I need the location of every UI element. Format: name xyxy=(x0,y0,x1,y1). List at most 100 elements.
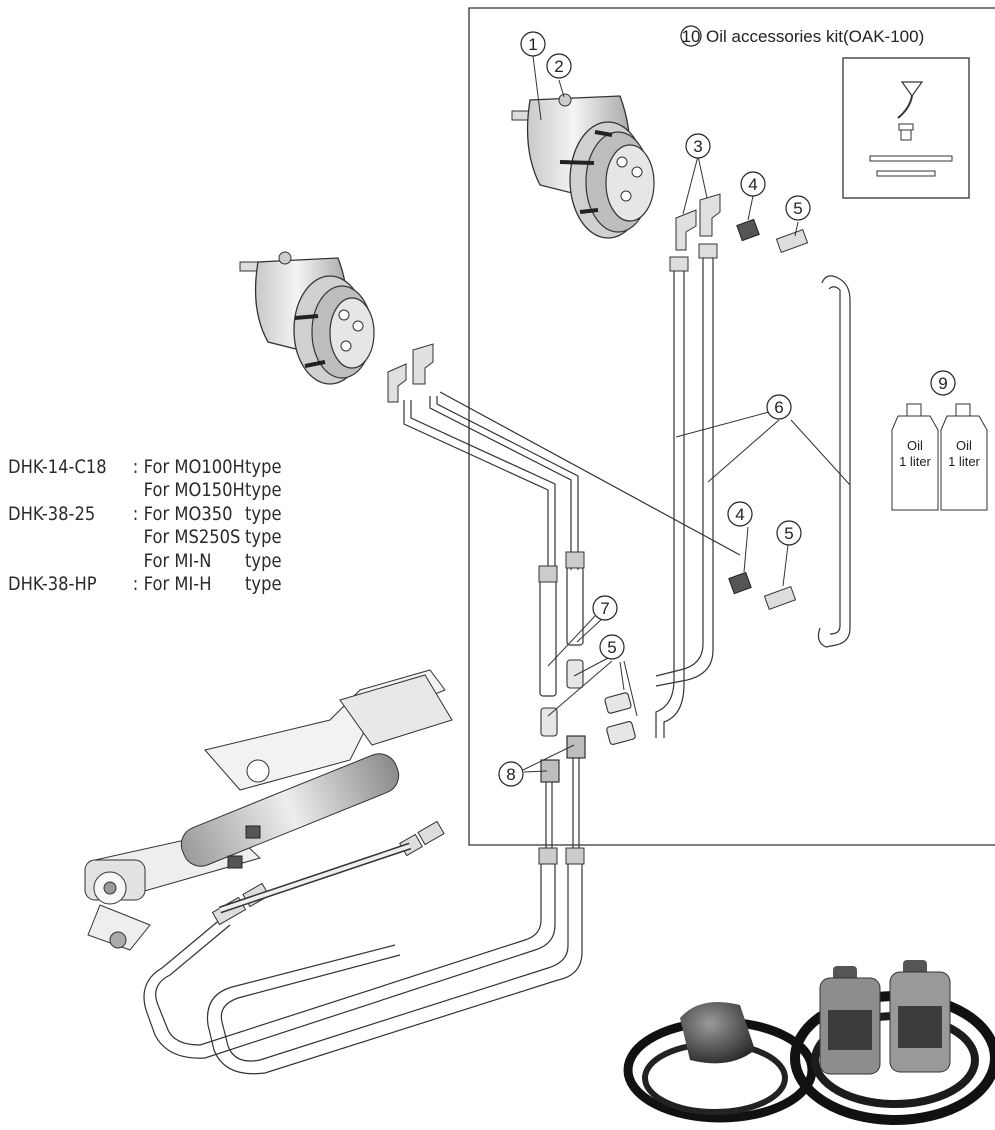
callout-number: 5 xyxy=(784,524,793,543)
model-for: For MO100H xyxy=(143,456,245,478)
callout-number: 9 xyxy=(938,374,947,393)
callout-7: 7 xyxy=(592,595,618,621)
oil-bottle-photo-2 xyxy=(889,960,951,1073)
callout-5: 5 xyxy=(599,634,625,660)
oil-bottle-1: Oil 1 liter xyxy=(891,403,939,511)
callout-circle xyxy=(685,133,711,159)
callout-circle xyxy=(930,370,956,396)
callout-number: 2 xyxy=(554,57,563,76)
oil-bottle-photo-1 xyxy=(819,966,881,1075)
tube-strip-icon xyxy=(876,170,936,177)
model-for: For MO150H xyxy=(143,479,245,502)
model-separator: : xyxy=(132,502,139,525)
model-separator xyxy=(133,479,144,502)
hose-ends-6 xyxy=(669,243,718,272)
leader-lines xyxy=(522,55,851,773)
kit-label: Oil accessories kit(OAK-100) xyxy=(706,27,924,46)
callout-number: 7 xyxy=(600,599,609,618)
hose-6-right xyxy=(655,254,714,687)
model-type: type xyxy=(245,479,282,502)
callout-circle xyxy=(498,761,524,787)
hose-6-left xyxy=(655,268,685,738)
callout-circle xyxy=(520,31,546,57)
callout-circle xyxy=(727,501,753,527)
hydraulic-cylinder xyxy=(84,669,453,951)
model-code xyxy=(8,550,133,573)
kit-photo xyxy=(623,960,995,1125)
helm-pump-lower xyxy=(239,251,434,403)
model-row: For MS250S type xyxy=(8,526,292,549)
callout-2: 2 xyxy=(546,53,572,79)
oil-bottle-1-line2: 1 liter xyxy=(899,454,931,469)
callout-8: 8 xyxy=(498,761,524,787)
model-code: DHK-38-25 xyxy=(8,502,96,525)
connector-5-cluster xyxy=(540,659,636,745)
adapter-4-lower xyxy=(728,571,752,595)
callout-1: 1 xyxy=(520,31,546,57)
callout-number: 3 xyxy=(693,137,702,156)
connector-5-upper xyxy=(775,228,809,254)
hose-6-loop xyxy=(817,275,851,648)
hose-strip-icon xyxy=(869,155,953,162)
model-compatibility-list: DHK-14-C18 : For MO100H type For MO150H … xyxy=(8,456,292,596)
callout-number: 4 xyxy=(748,175,757,194)
model-for: For MI-H xyxy=(143,572,212,595)
callout-6: 6 xyxy=(766,394,792,420)
callout-4: 4 xyxy=(740,171,766,197)
oil-bottle-1-line1: Oil xyxy=(907,438,923,453)
model-separator: : xyxy=(132,572,139,595)
model-for: For MS250S xyxy=(143,526,241,549)
hose-7-ends xyxy=(538,551,585,583)
model-row: DHK-14-C18 : For MO100H type xyxy=(8,456,292,479)
model-separator xyxy=(133,550,144,573)
cylinder-line-ends xyxy=(538,847,585,865)
funnel-icon xyxy=(897,81,924,119)
callout-3: 3 xyxy=(685,133,711,159)
model-code: DHK-38-HP xyxy=(8,572,97,595)
model-code xyxy=(8,479,133,502)
callout-circle xyxy=(592,595,618,621)
model-separator xyxy=(133,526,144,549)
oil-bottle-2: Oil 1 liter xyxy=(940,403,988,511)
oil-bottle-2-line2: 1 liter xyxy=(948,454,980,469)
callout-circle xyxy=(785,195,811,221)
connector-5-lower xyxy=(763,585,797,611)
callout-9: 9 xyxy=(930,370,956,396)
adapter-4-upper xyxy=(736,218,760,242)
model-type: type xyxy=(245,526,282,549)
model-for: For MI-N xyxy=(143,549,212,572)
helm-lower-lines xyxy=(403,391,741,570)
model-separator: : xyxy=(132,456,139,478)
callout-circle xyxy=(599,634,625,660)
oil-bottle-2-line1: Oil xyxy=(956,438,972,453)
model-row: DHK-38-25 : For MO350 type xyxy=(8,503,292,526)
model-type: type xyxy=(245,456,282,478)
model-row: For MI-N type xyxy=(8,550,292,573)
callout-number: 1 xyxy=(528,35,537,54)
model-type: type xyxy=(245,502,282,525)
adapter-icon xyxy=(898,123,914,141)
model-for: For MO350 xyxy=(143,502,233,525)
model-code: DHK-14-C18 xyxy=(8,456,107,478)
model-type: type xyxy=(245,572,282,595)
callout-number: 4 xyxy=(735,505,744,524)
callout-number: 8 xyxy=(506,765,515,784)
model-row: DHK-38-HP : For MI-H type xyxy=(8,573,292,596)
model-type: type xyxy=(245,549,282,572)
kit-inset-box xyxy=(842,57,970,199)
tee-fittings-8 xyxy=(540,735,586,783)
model-row: For MO150H type xyxy=(8,479,292,502)
helm-pump-upper xyxy=(511,93,655,239)
callout-number: 6 xyxy=(774,398,783,417)
kit-number: 10 xyxy=(682,27,701,46)
oil-bottles: Oil 1 liter Oil 1 liter xyxy=(891,403,988,511)
callout-circle xyxy=(776,520,802,546)
callout-number: 5 xyxy=(607,638,616,657)
callout-circle xyxy=(766,394,792,420)
callout-5: 5 xyxy=(776,520,802,546)
callout-4: 4 xyxy=(727,501,753,527)
cylinder-lines xyxy=(143,758,583,1075)
model-code xyxy=(8,526,133,549)
